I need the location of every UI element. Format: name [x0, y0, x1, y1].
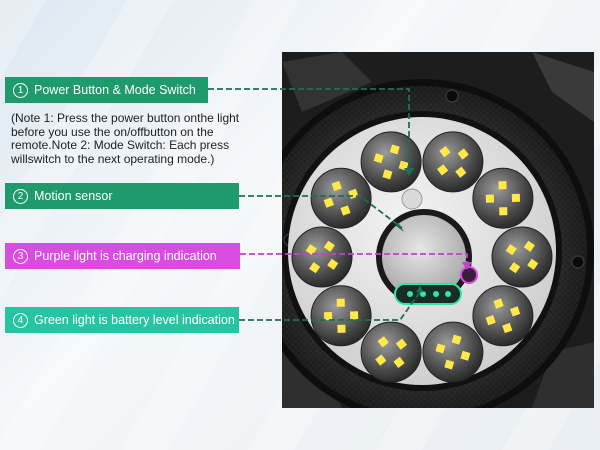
- led-chip: [485, 315, 496, 326]
- label-text: Green light is battery level indication: [34, 313, 235, 327]
- led-chip: [510, 306, 521, 317]
- product-photo: [282, 52, 594, 408]
- label-motion-sensor: 2 Motion sensor: [5, 183, 239, 209]
- led-chip: [460, 350, 471, 361]
- led-chip: [499, 207, 508, 216]
- led-chip: [349, 311, 359, 320]
- led-chip: [373, 153, 384, 164]
- led-chip: [389, 144, 400, 155]
- led-chip: [436, 164, 449, 176]
- label-text: Motion sensor: [34, 189, 113, 203]
- led-chip: [395, 338, 408, 350]
- led-dome: [310, 285, 372, 347]
- power-note: (Note 1: Press the power button onthe li…: [11, 111, 240, 166]
- label-text: Power Button & Mode Switch: [34, 83, 196, 97]
- led-chip: [498, 181, 507, 190]
- led-chip: [485, 194, 495, 203]
- led-chip: [505, 244, 517, 256]
- led-chip: [327, 258, 339, 270]
- led-chip: [451, 334, 462, 345]
- label-green-light: 4 Green light is battery level indicatio…: [5, 307, 239, 333]
- led-chip: [393, 356, 405, 369]
- led-chip: [455, 166, 467, 178]
- battery-led: [433, 291, 439, 297]
- led-chip: [444, 359, 455, 370]
- led-chip: [323, 240, 335, 252]
- label-text: Purple light is charging indication: [34, 249, 217, 263]
- led-dome: [360, 131, 422, 193]
- led-chip: [509, 262, 521, 274]
- led-chip: [382, 169, 393, 180]
- label-purple-light: 3 Purple light is charging indication: [5, 243, 240, 269]
- label-number: 1: [13, 82, 28, 98]
- led-dome: [422, 131, 484, 193]
- led-dome: [310, 167, 372, 229]
- led-chip: [502, 322, 513, 334]
- led-dome: [472, 167, 534, 229]
- led-chip: [523, 240, 535, 252]
- label-power-button: 1 Power Button & Mode Switch: [5, 77, 208, 103]
- led-chip: [323, 197, 334, 208]
- led-chip: [323, 312, 333, 321]
- led-chip: [340, 205, 351, 216]
- label-number: 2: [13, 188, 28, 204]
- battery-led: [407, 291, 413, 297]
- led-dome: [422, 321, 484, 383]
- led-chip: [336, 298, 345, 307]
- battery-led: [420, 291, 426, 297]
- led-dome: [291, 226, 353, 288]
- led-chip: [305, 244, 317, 256]
- led-dome: [491, 226, 553, 288]
- led-dome: [360, 321, 422, 383]
- battery-led: [445, 291, 451, 297]
- led-chip: [439, 145, 451, 158]
- led-chip: [309, 262, 321, 274]
- led-dome: [472, 285, 534, 347]
- led-chip: [331, 180, 342, 192]
- led-chip: [337, 324, 346, 333]
- led-chip: [457, 148, 469, 160]
- label-number: 4: [13, 312, 28, 328]
- led-chip: [493, 298, 504, 309]
- led-chip: [377, 336, 389, 348]
- label-number: 3: [13, 248, 28, 264]
- led-chip: [435, 343, 446, 354]
- led-chip: [375, 354, 387, 366]
- led-chip: [527, 258, 539, 270]
- led-chip: [511, 193, 521, 202]
